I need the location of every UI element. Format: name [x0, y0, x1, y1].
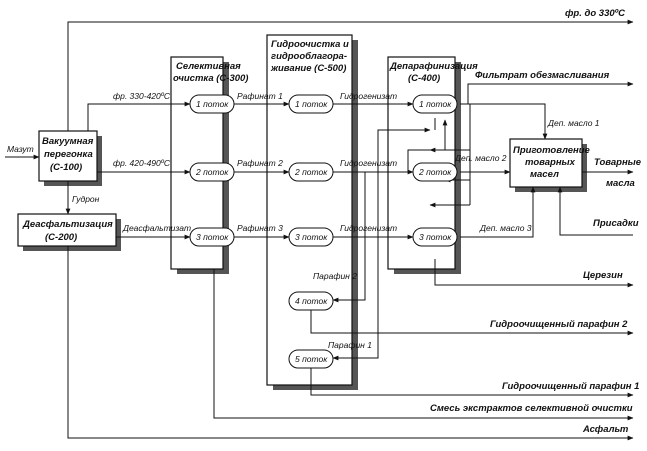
label-deasphaltizate: Деасфальтизат — [122, 223, 191, 233]
label-ceresin: Церезин — [583, 270, 623, 281]
flow-recycle-a — [377, 127, 431, 333]
label-dewaxing-filtrate: Фильтрат обезмасливания — [475, 70, 610, 81]
unit-blending-title-line3: масел — [530, 169, 559, 180]
label-frac-to-330: фр. до 330ºС — [565, 8, 625, 19]
unit-vacuum-distillation: Вакуумная перегонка (С-100) — [38, 130, 102, 186]
pill-hydro-1-label: 1 поток — [295, 99, 328, 109]
unit-deasphalt-title-line1: Деасфальтизация — [22, 219, 113, 230]
label-commercial-oils-2: масла — [606, 178, 635, 189]
pill-hydro-5: 5 поток — [288, 349, 334, 369]
label-dep-oil-1: Деп. масло 1 — [547, 118, 600, 128]
label-paraffin-2: Парафин 2 — [313, 271, 357, 281]
label-asphalt: Асфальт — [582, 424, 629, 435]
pill-hydro-2-label: 2 поток — [294, 167, 328, 177]
pill-hydro-3-label: 3 поток — [295, 232, 328, 242]
label-frac-420-490: фр. 420-490ºС — [113, 158, 171, 168]
unit-hydro-title-line3: живание (С-500) — [270, 63, 346, 74]
pill-hydro-1: 1 поток — [288, 94, 334, 114]
unit-vacuum-title-line3: (С-100) — [50, 162, 82, 173]
flow-hydrotreated-paraffin-2 — [310, 310, 634, 336]
label-hydrogenizate-3: Гидрогенизат — [340, 223, 397, 233]
unit-blending-title-line1: Приготовление — [513, 145, 591, 156]
label-hydrogenizate-2: Гидрогенизат — [340, 158, 397, 168]
unit-selective-title-line1: Селективная — [176, 61, 241, 72]
flow-hydrotreated-paraffin-1 — [310, 368, 634, 398]
label-hydrogenizate-1: Гидрогенизат — [340, 91, 397, 101]
pill-dewax-1: 1 поток — [412, 94, 458, 114]
pill-hydro-2: 2 поток — [288, 162, 334, 182]
pill-dewax-3: 3 поток — [412, 227, 458, 247]
unit-hydro-title-line2: гидрооблагора- — [271, 51, 347, 62]
pill-selective-3-label: 3 поток — [196, 232, 229, 242]
flow-asphalt — [67, 246, 634, 441]
pill-selective-2: 2 поток — [189, 162, 235, 182]
label-mazut: Мазут — [7, 144, 34, 154]
label-gudron: Гудрон — [72, 194, 100, 204]
unit-deasphalting: Деасфальтизация (С-200) — [17, 213, 121, 251]
label-dep-oil-3: Деп. масло 3 — [479, 223, 532, 233]
label-raffinate-2: Рафинат 2 — [237, 158, 283, 168]
label-raffinate-1: Рафинат 1 — [237, 91, 283, 101]
label-hydrotreated-paraffin-1: Гидроочищенный парафин 1 — [502, 381, 639, 392]
flow-dewaxing-filtrate — [460, 81, 634, 105]
pill-dewax-3-label: 3 поток — [419, 232, 452, 242]
flow-frac-330-420 — [87, 101, 191, 131]
unit-oil-blending: Приготовление товарных масел — [509, 138, 591, 192]
pill-selective-1-label: 1 поток — [196, 99, 229, 109]
pill-selective-1: 1 поток — [189, 94, 235, 114]
flow-additives — [557, 186, 633, 236]
label-selective-extracts: Смесь экстрактов селективной очистки — [430, 403, 633, 414]
pill-dewax-2-label: 2 поток — [418, 167, 452, 177]
pill-hydro-3: 3 поток — [288, 227, 334, 247]
flow-paraffin-2 — [332, 172, 366, 303]
label-frac-330-420: фр. 330-420ºС — [113, 91, 171, 101]
flow-dep-oil-3 — [460, 186, 536, 238]
unit-selective-title-line2: очистка (С-300) — [173, 73, 248, 84]
unit-hydrotreating: Гидроочистка и гидрооблагора- живание (С… — [266, 34, 358, 390]
unit-dewax-title-line2: (С-400) — [408, 73, 440, 84]
pill-hydro-4: 4 поток — [288, 291, 334, 311]
flow-ceresin — [434, 259, 634, 288]
label-dep-oil-2: Деп. масло 2 — [454, 153, 507, 163]
flow-frac-to-330 — [67, 19, 634, 131]
pill-dewax-2: 2 поток — [412, 162, 458, 182]
flow-selective-extracts — [213, 269, 634, 421]
pill-hydro-5-label: 5 поток — [295, 354, 328, 364]
flow-paraffin-1 — [332, 333, 379, 361]
label-hydrotreated-paraffin-2: Гидроочищенный парафин 2 — [490, 319, 628, 330]
label-raffinate-3: Рафинат 3 — [237, 223, 283, 233]
unit-vacuum-title-line2: перегонка — [44, 149, 93, 160]
flow-recycle-b — [407, 119, 448, 172]
unit-deasphalt-title-line2: (С-200) — [45, 232, 77, 243]
flow-dep-oil-1 — [460, 103, 548, 140]
label-commercial-oils-1: Товарные — [594, 157, 642, 168]
unit-hydro-title-line1: Гидроочистка и — [271, 39, 349, 50]
unit-dewax-title-line1: Депарафинизация — [389, 61, 478, 72]
pill-hydro-4-label: 4 поток — [295, 296, 328, 306]
unit-vacuum-title-line1: Вакуумная — [42, 136, 94, 147]
pill-selective-3: 3 поток — [189, 227, 235, 247]
pill-dewax-1-label: 1 поток — [419, 99, 452, 109]
pill-selective-2-label: 2 поток — [195, 167, 229, 177]
label-additives: Присадки — [593, 218, 639, 229]
unit-blending-title-line2: товарных — [525, 157, 576, 168]
label-paraffin-1: Парафин 1 — [328, 340, 372, 350]
